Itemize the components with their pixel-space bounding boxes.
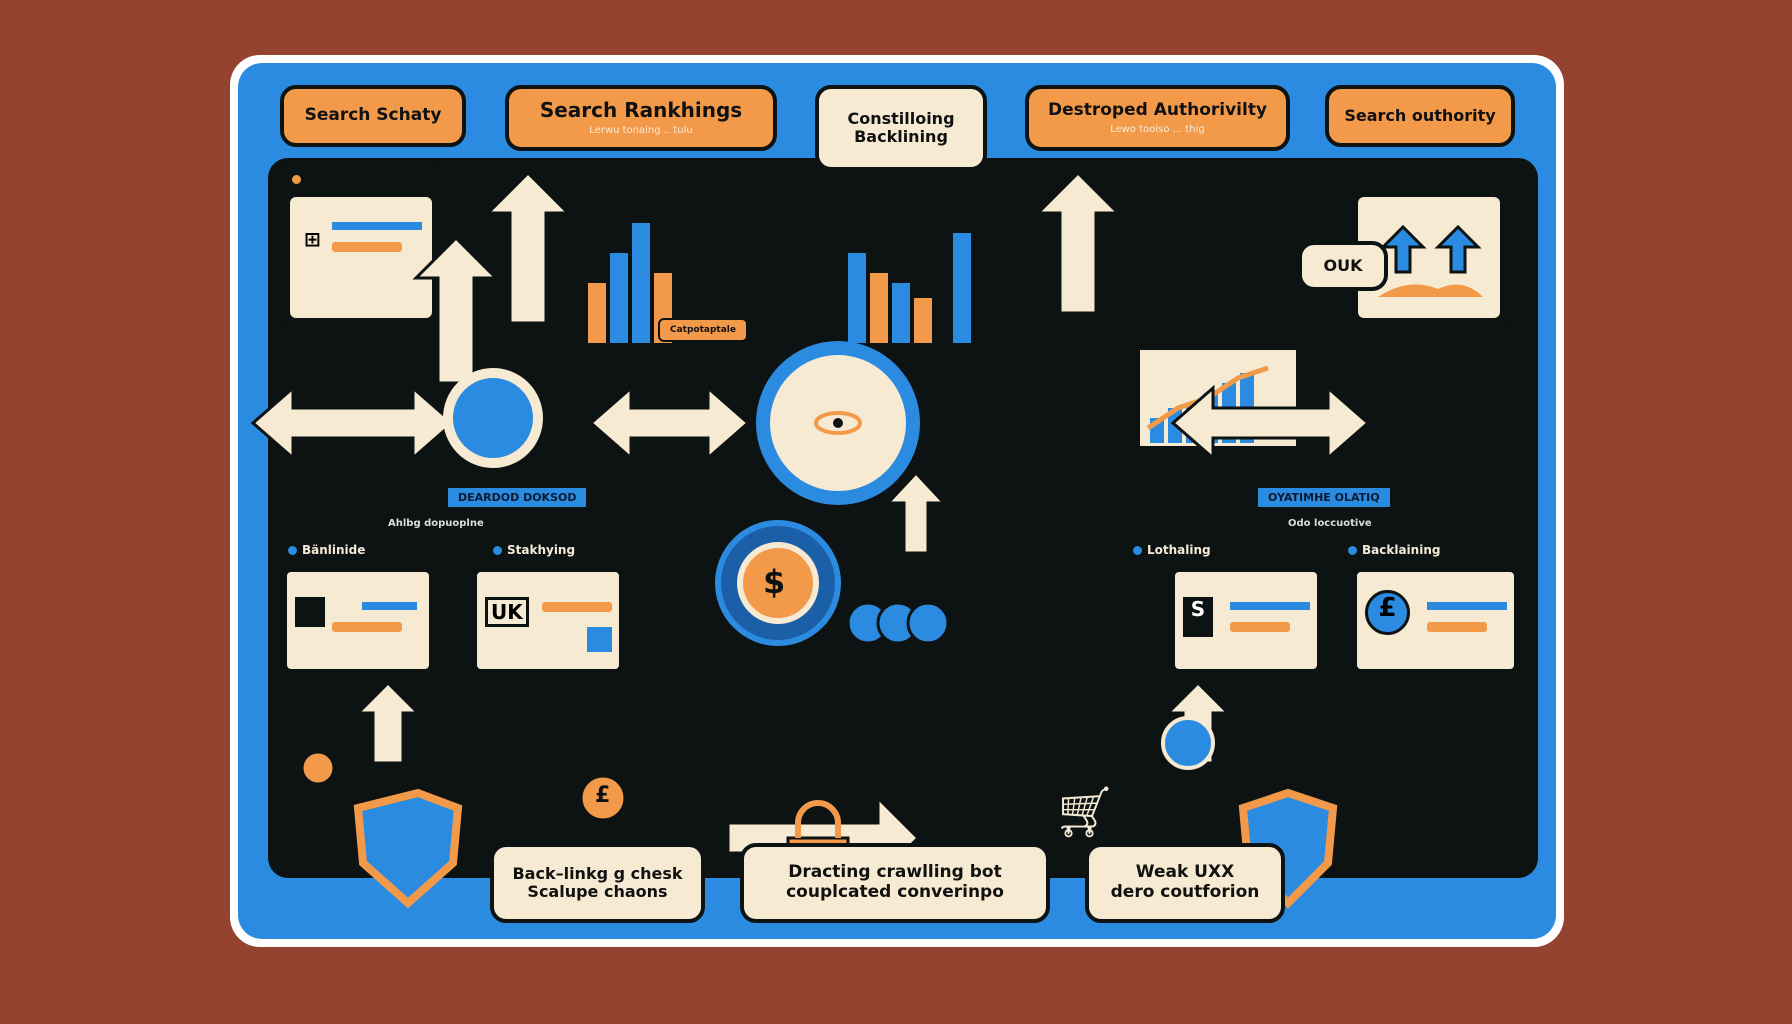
coin-pound-badge: £	[595, 783, 611, 808]
atom-icon	[814, 411, 862, 435]
banner-right: OYATIMHE OLATIQ	[1258, 488, 1390, 507]
web-page-card-1	[283, 568, 433, 673]
line-1: Dracting crawlling bot	[788, 862, 1002, 883]
web-page-card-4: £	[1353, 568, 1518, 673]
label-text: Search outhority	[1344, 105, 1496, 125]
window-dot	[292, 175, 301, 184]
label-text: Search Rankhings	[539, 98, 743, 123]
caption-text: Catpotaptale	[670, 324, 736, 335]
caption-left: Ahlbg dopuoplne	[388, 518, 484, 529]
web-page-card-3: S	[1171, 568, 1321, 673]
mid-label-2: Stakhying	[493, 543, 575, 557]
line-1: Back–linkg g chesk	[512, 863, 683, 883]
label-text: Lothaling	[1147, 543, 1211, 557]
label-text: Backlaining	[1362, 543, 1441, 557]
label-text: Bänlinide	[302, 543, 366, 557]
pound-coin-icon	[579, 774, 627, 822]
mid-label-4: Backlaining	[1348, 543, 1440, 557]
label-subtitle: Lerwu tonaing .. tulu	[589, 125, 693, 137]
s-logo-icon: S	[1183, 597, 1213, 637]
shield-icon	[353, 788, 463, 909]
label-text: Stakhying	[507, 543, 576, 557]
mid-label-3: Lothaling	[1133, 543, 1211, 557]
window-body: ⊞	[290, 197, 432, 318]
top-label-backlining: Constilloing Backlining	[815, 85, 987, 171]
pound-icon: £	[1365, 590, 1410, 635]
bar-chart-icon	[848, 233, 971, 343]
label-text: Destroped Authorivilty	[1047, 99, 1268, 120]
web-page-card-2: UK	[473, 568, 623, 673]
line-1: Weak UXX	[1135, 862, 1235, 883]
label-subtitle: Lewo tooiso ... thig	[1110, 123, 1205, 135]
top-label-search-schaty: Search Schaty	[280, 85, 466, 147]
caption-right: Odo loccuotive	[1288, 518, 1372, 529]
line-2: couplcated converinpo	[786, 882, 1004, 902]
top-label-search-authority: Search outhority	[1325, 85, 1515, 147]
coin-dollar-badge: $	[763, 563, 786, 601]
uk-badge: UK	[485, 597, 529, 627]
ouk-text: OUK	[1323, 255, 1363, 275]
chart-caption: Catpotaptale	[658, 318, 748, 342]
shopping-cart-icon: 🛒︎	[1053, 783, 1117, 841]
window-body	[1358, 197, 1500, 318]
banner-left: DEARDOD DOKSOD	[448, 488, 587, 507]
label-text: Constilloing Backlining	[847, 108, 955, 146]
browser-window-left: ⊞	[280, 163, 442, 328]
window-glyph: ⊞	[304, 227, 321, 251]
up-arrows-icon	[1378, 224, 1483, 297]
line-2: dero coutforion	[1110, 882, 1260, 902]
ouk-lock-badge: OUK	[1298, 241, 1388, 291]
line-2: Scalupe chaons	[527, 882, 668, 901]
mid-label-1: Bänlinide	[288, 543, 365, 557]
label-text: Search Schaty	[304, 105, 442, 126]
